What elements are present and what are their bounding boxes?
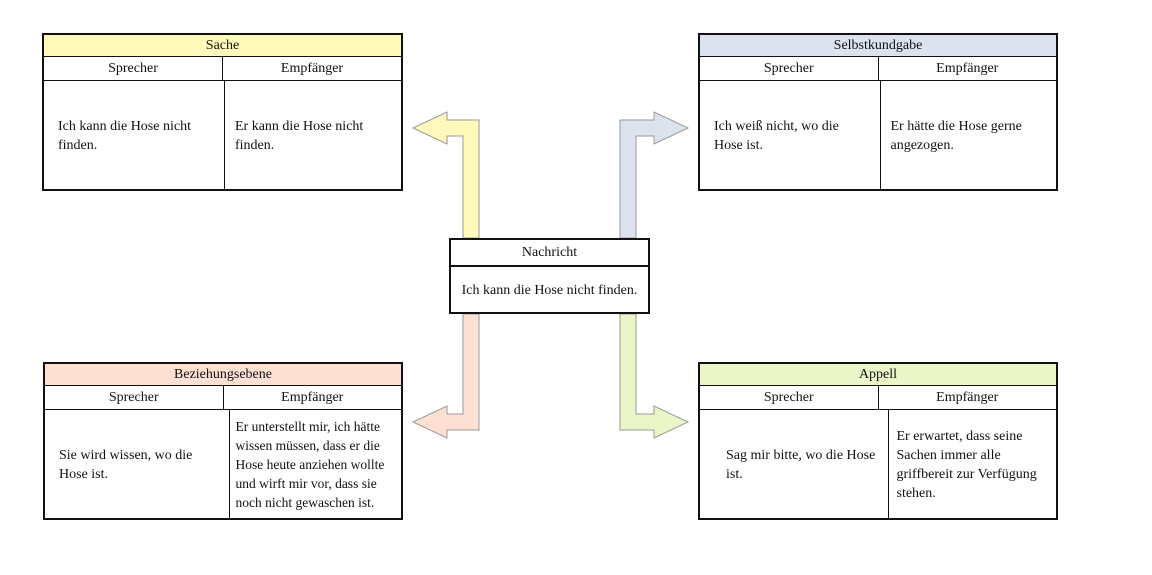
selbstkundgabe-header-row: Sprecher Empfänger xyxy=(700,57,1056,81)
appell-title: Appell xyxy=(700,364,1056,386)
selbstkundgabe-box: Selbstkundgabe Sprecher Empfänger Ich we… xyxy=(698,33,1058,191)
nachricht-title: Nachricht xyxy=(451,240,648,267)
beziehungsebene-body-row: Sie wird wissen, wo die Hose ist. Er unt… xyxy=(45,410,401,519)
beziehungsebene-sprecher-text: Sie wird wissen, wo die Hose ist. xyxy=(59,447,193,482)
nachricht-box: Nachricht Ich kann die Hose nicht finden… xyxy=(449,238,650,314)
appell-box: Appell Sprecher Empfänger Sag mir bitte,… xyxy=(698,362,1058,520)
sache-header-row: Sprecher Empfänger xyxy=(44,57,401,81)
appell-sprecher-text: Sag mir bitte, wo die Hose ist. xyxy=(726,447,876,482)
selbstkundgabe-empfaenger-text: Er hätte die Hose gerne angezogen. xyxy=(879,81,1057,190)
sache-title: Sache xyxy=(44,35,401,57)
sache-empfaenger-text: Er kann die Hose nicht finden. xyxy=(224,81,401,190)
beziehungsebene-empfaenger-text: Er unterstellt mir, ich hätte wissen müs… xyxy=(228,410,402,519)
sache-sprecher-text: Ich kann die Hose nicht finden. xyxy=(58,118,191,153)
beziehungsebene-box: Beziehungsebene Sprecher Empfänger Sie w… xyxy=(43,362,403,520)
beziehungsebene-sprecher-header: Sprecher xyxy=(108,390,159,405)
selbstkundgabe-sprecher-header: Sprecher xyxy=(763,61,814,76)
appell-empfaenger-text: Er erwartet, dass seine Sachen immer all… xyxy=(887,410,1057,519)
arrow-to-selbstkundgabe xyxy=(619,111,690,239)
appell-empfaenger-header: Empfänger xyxy=(877,386,1057,409)
sache-body-row: Ich kann die Hose nicht finden. Er kann … xyxy=(44,81,401,190)
appell-body-row: Sag mir bitte, wo die Hose ist. Er erwar… xyxy=(700,410,1056,519)
selbstkundgabe-empfaenger-header: Empfänger xyxy=(877,57,1057,80)
selbstkundgabe-body-row: Ich weiß nicht, wo die Hose ist. Er hätt… xyxy=(700,81,1056,190)
arrow-to-appell xyxy=(619,313,690,439)
sache-empfaenger-header: Empfänger xyxy=(222,57,401,80)
selbstkundgabe-sprecher-text: Ich weiß nicht, wo die Hose ist. xyxy=(714,118,839,153)
appell-sprecher-header: Sprecher xyxy=(763,390,814,405)
sache-sprecher-header: Sprecher xyxy=(108,61,158,76)
appell-header-row: Sprecher Empfänger xyxy=(700,386,1056,410)
sache-box: Sache Sprecher Empfänger Ich kann die Ho… xyxy=(42,33,403,191)
beziehungsebene-empfaenger-header: Empfänger xyxy=(222,386,402,409)
nachricht-message: Ich kann die Hose nicht finden. xyxy=(461,283,638,298)
selbstkundgabe-title: Selbstkundgabe xyxy=(700,35,1056,57)
arrow-to-sache xyxy=(411,111,480,239)
beziehungsebene-header-row: Sprecher Empfänger xyxy=(45,386,401,410)
arrow-to-beziehungsebene xyxy=(411,313,480,439)
beziehungsebene-title: Beziehungsebene xyxy=(45,364,401,386)
